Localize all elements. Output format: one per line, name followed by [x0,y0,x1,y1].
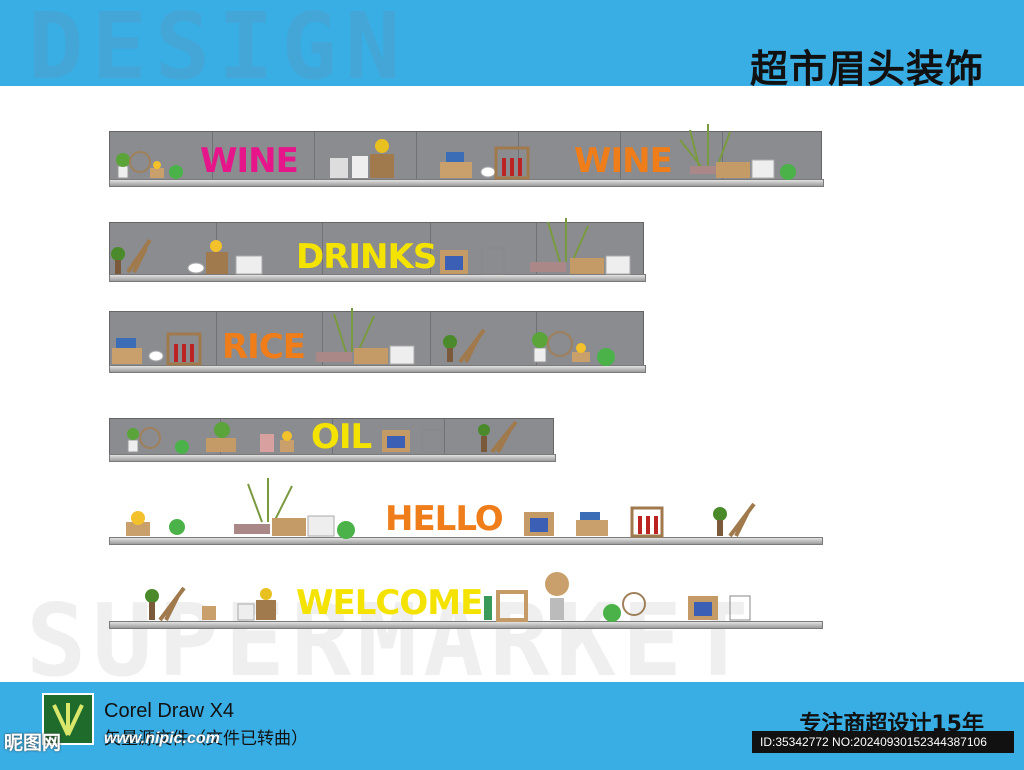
photo-frame-icon [382,430,410,452]
green-ball-icon [175,440,189,454]
book-stand-icon [458,328,486,364]
grass-plant-icon [234,478,293,534]
birdcage-icon [481,247,505,275]
shelf-5-word-1: HELLO [385,499,504,539]
potted-plant-icon [127,428,139,453]
ferris-wheel-icon [622,592,646,616]
photo-frame-icon [688,596,718,620]
sunflower-basket-icon [126,511,150,536]
wooden-frame-icon [496,590,528,622]
shelf-2-board [109,274,646,282]
book-stand-icon [728,502,756,538]
shelf-6-word-1: WELCOME [296,583,483,623]
coreldraw-logo-icon [42,693,94,745]
flower-box-icon [572,343,590,362]
shelf-4-word-1: OIL [311,417,372,457]
watermark-logo: 昵图网 [4,732,62,754]
shelf-1-board [109,179,824,187]
shelf-decorations [111,124,796,622]
shelf-1-word-2: WINE [574,141,673,181]
green-ball-icon [337,521,355,539]
wooden-box-icon [716,159,775,179]
watermark-url: www.nipic.com [104,730,220,747]
wine-crate-icon [630,506,664,538]
software-label: Corel Draw X4 [104,700,235,722]
green-ball-icon [780,164,796,180]
shelf-6-board [109,621,823,629]
flower-box-icon [150,161,164,178]
shelf-3-board [109,365,646,373]
page-title: 超市眉头装饰 [749,47,984,86]
pineapple-box-icon [256,588,276,620]
background-supermarket-text: SUPERMARKET [26,582,755,699]
wooden-box-icon [272,515,335,537]
grass-plant-icon [316,308,375,362]
file-note: 矢量源文件（文件已转曲） [104,729,308,749]
cake-stand-icon [260,434,274,452]
bottom-banner [0,682,1024,770]
grass-plant-icon [679,124,731,174]
plant-box-icon [206,422,236,452]
wooden-box-icon [354,345,415,365]
pineapple-box-icon [370,139,394,178]
top-banner: DESIGN 超市眉头装饰 [0,0,1024,86]
potted-plant-icon [532,332,548,363]
shelf-2-word-1: DRINKS [296,237,437,277]
topiary-icon [443,335,457,362]
wine-crate-icon [166,332,202,366]
shelf-3-word-1: RICE [222,327,306,367]
birdcage-icon [421,429,443,453]
wooden-box-icon [570,255,631,275]
shelf-4-board [109,454,556,462]
books-icon [235,255,263,275]
flower-basket-icon [280,431,294,452]
decor-items-icon [330,156,368,178]
green-ball-icon [169,165,183,179]
dried-flower-vase-icon [545,572,569,620]
swan-icon [187,262,205,274]
background-design-text: DESIGN [28,0,409,87]
ferris-wheel-icon [547,331,573,357]
ferris-wheel-icon [139,427,161,449]
green-ball-icon [597,348,615,366]
cactus-icon [484,596,492,620]
ferris-wheel-icon [129,151,151,173]
shelf-5-board [109,537,823,545]
photo-frame-icon [524,512,554,536]
book-stand-icon [490,420,518,454]
wine-crate-icon [494,146,530,180]
swan-icon [148,350,164,362]
flower-box-icon [206,240,228,274]
birdcage-icon [729,595,751,621]
potted-plant-icon [116,153,130,179]
book-stand-icon [126,238,152,274]
image-id-label: ID:35342772 NO:20240930152344387106 [752,731,1014,753]
topiary-icon [145,589,159,620]
fruit-basket-icon [440,152,472,178]
green-ball-icon [169,519,185,535]
green-ball-icon [603,604,621,622]
fruit-basket-icon [576,512,608,536]
book-stand-icon [158,586,186,622]
photo-frame-icon [440,250,468,274]
grass-plant-icon [530,218,589,272]
topiary-icon [478,424,490,452]
shelf-1-word-1: WINE [200,141,299,181]
swan-icon [480,166,496,178]
topiary-icon [713,507,727,536]
fruit-basket-icon [112,338,142,364]
decor-items-icon [202,603,255,621]
topiary-icon [111,247,125,274]
